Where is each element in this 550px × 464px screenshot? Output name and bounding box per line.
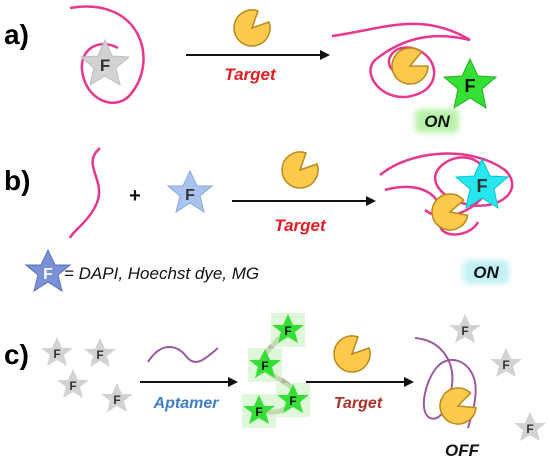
target-label-b: Target [274, 216, 327, 235]
on-glow-a [415, 109, 459, 133]
target-icon-b [281, 151, 319, 189]
panel-a: a) F Target F ON [4, 5, 498, 133]
svg-text:F: F [284, 324, 291, 338]
target-label-a: Target [224, 65, 277, 84]
target-icon-c [333, 335, 371, 373]
folded-strand-b1 [379, 152, 514, 218]
gray-star-c1: F [41, 337, 73, 366]
svg-text:F: F [477, 176, 488, 196]
aptamer-squiggle-c [147, 346, 219, 363]
svg-text:F: F [113, 393, 120, 407]
on-glow-b [463, 260, 509, 284]
aptamer-label: Aptamer [153, 395, 220, 412]
green-star-a: F [442, 57, 498, 110]
panel-b: b) + F Target F ON F = DAPI, Hoechst dye… [4, 147, 514, 293]
svg-text:F: F [526, 422, 533, 436]
gray-star-c7: F [514, 412, 546, 441]
target-icon-a [233, 9, 271, 47]
status-on-b: ON [473, 263, 499, 282]
status-off-c: OFF [445, 441, 480, 460]
blue-star-b: F [166, 169, 214, 214]
gray-star-c3: F [57, 369, 89, 398]
aptamer-strand-b [68, 147, 101, 239]
legend-text: = DAPI, Hoechst dye, MG [64, 264, 259, 283]
gray-star-a: F [79, 38, 131, 87]
status-on-a: ON [424, 112, 450, 131]
target-label-c: Target [334, 395, 383, 412]
svg-text:F: F [69, 379, 76, 393]
gray-star-c2: F [84, 338, 116, 367]
panel-b-label: b) [4, 165, 30, 196]
cyan-star-b: F [454, 157, 510, 210]
svg-text:F: F [461, 324, 468, 338]
panel-a-label: a) [4, 19, 29, 50]
svg-text:F: F [43, 266, 53, 283]
bound-target-b [431, 193, 469, 231]
svg-text:F: F [185, 187, 195, 204]
panel-c-label: c) [4, 339, 29, 370]
plus-sign: + [129, 185, 141, 207]
folded-strand-c [414, 337, 477, 429]
svg-text:F: F [100, 56, 110, 75]
bound-target-c [439, 387, 477, 425]
aptamer-strand-a1 [69, 5, 145, 105]
legend-star: F [24, 248, 72, 293]
svg-text:F: F [261, 359, 268, 373]
green-star-c4: F [242, 394, 276, 428]
svg-text:F: F [53, 347, 60, 361]
panel-c: c) F F F F Aptamer F [4, 313, 546, 460]
gray-star-c6: F [490, 348, 522, 377]
green-star-c3: F [276, 383, 310, 417]
svg-text:F: F [289, 394, 296, 408]
green-star-c2: F [248, 348, 282, 382]
svg-text:F: F [465, 76, 476, 96]
svg-text:F: F [255, 405, 262, 419]
gray-star-c5: F [449, 314, 481, 343]
green-star-c1: F [271, 313, 305, 347]
svg-text:F: F [96, 348, 103, 362]
svg-text:F: F [502, 358, 509, 372]
gray-star-c4: F [101, 383, 133, 412]
bound-target-a [391, 47, 429, 85]
